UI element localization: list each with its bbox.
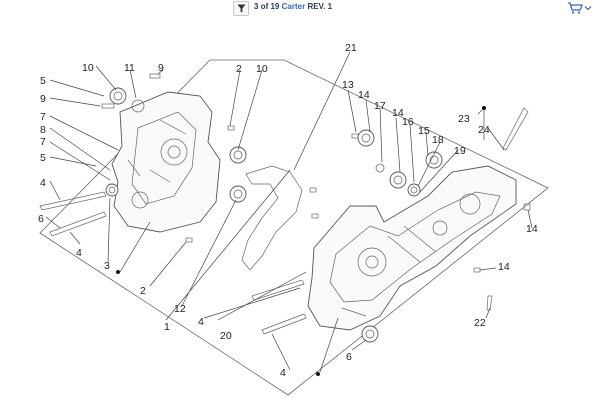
part-label: 10 bbox=[82, 62, 94, 74]
part-label: 4 bbox=[198, 316, 204, 328]
part-label: 22 bbox=[474, 317, 486, 329]
right-crankcase bbox=[307, 165, 517, 331]
revision-label: REV. 1 bbox=[307, 2, 333, 11]
left-crankcase bbox=[111, 91, 221, 233]
section-link[interactable]: Carter bbox=[281, 2, 306, 11]
part-label: 5 bbox=[40, 152, 46, 164]
part-label: 14 bbox=[498, 261, 510, 273]
part-label: 23 bbox=[458, 113, 470, 125]
part-label: 19 bbox=[454, 145, 466, 157]
leader-lines bbox=[45, 51, 533, 373]
part-labels: 1 2 2 3 4 4 4 4 5 5 6 6 7 7 8 9 9 10 10 … bbox=[38, 42, 538, 379]
part-label: 10 bbox=[256, 63, 268, 75]
page-total: 19 bbox=[270, 2, 280, 11]
part-label: 7 bbox=[40, 111, 46, 123]
part-label: 7 bbox=[40, 136, 46, 148]
part-label: 3 bbox=[104, 260, 110, 272]
part-label: 6 bbox=[38, 213, 44, 225]
part-label: 21 bbox=[345, 42, 357, 54]
part-label: 18 bbox=[432, 134, 444, 146]
gasket bbox=[241, 165, 303, 271]
part-label: 14 bbox=[526, 223, 538, 235]
part-label: 12 bbox=[174, 303, 186, 315]
cart-button[interactable] bbox=[567, 1, 595, 14]
studs bbox=[39, 73, 531, 335]
part-label: 1 bbox=[164, 321, 170, 333]
header-bar: 3 of 19 Carter REV. 1 bbox=[0, 0, 600, 16]
part-label: 4 bbox=[40, 177, 46, 189]
filter-funnel-icon bbox=[236, 4, 246, 13]
part-label: 2 bbox=[140, 285, 146, 297]
part-label: 4 bbox=[280, 367, 286, 379]
part-label: 4 bbox=[76, 247, 82, 259]
part-label: 6 bbox=[346, 351, 352, 363]
reference-dots bbox=[116, 106, 486, 376]
cart-icon bbox=[568, 1, 583, 14]
part-label: 9 bbox=[40, 93, 46, 105]
part-label: 20 bbox=[220, 330, 232, 342]
filter-button[interactable] bbox=[233, 1, 249, 16]
part-label: 14 bbox=[358, 89, 370, 101]
part-label: 11 bbox=[124, 62, 135, 74]
part-label: 16 bbox=[402, 116, 414, 128]
part-label: 5 bbox=[40, 75, 46, 87]
part-label: 8 bbox=[40, 124, 46, 136]
breadcrumb: 3 of 19 Carter REV. 1 bbox=[254, 2, 332, 12]
bearings bbox=[105, 87, 443, 343]
part-label: 17 bbox=[374, 100, 386, 112]
part-label: 2 bbox=[236, 63, 242, 75]
diagram-frame bbox=[39, 59, 549, 396]
part-label: 9 bbox=[158, 62, 164, 74]
part-label: 24 bbox=[478, 124, 490, 136]
chevron-down-icon bbox=[584, 5, 592, 10]
part-label: 15 bbox=[418, 125, 430, 137]
part-label: 14 bbox=[392, 107, 404, 119]
page-of: of bbox=[260, 2, 269, 11]
part-label: 13 bbox=[342, 79, 354, 91]
page-current: 3 bbox=[254, 2, 259, 11]
